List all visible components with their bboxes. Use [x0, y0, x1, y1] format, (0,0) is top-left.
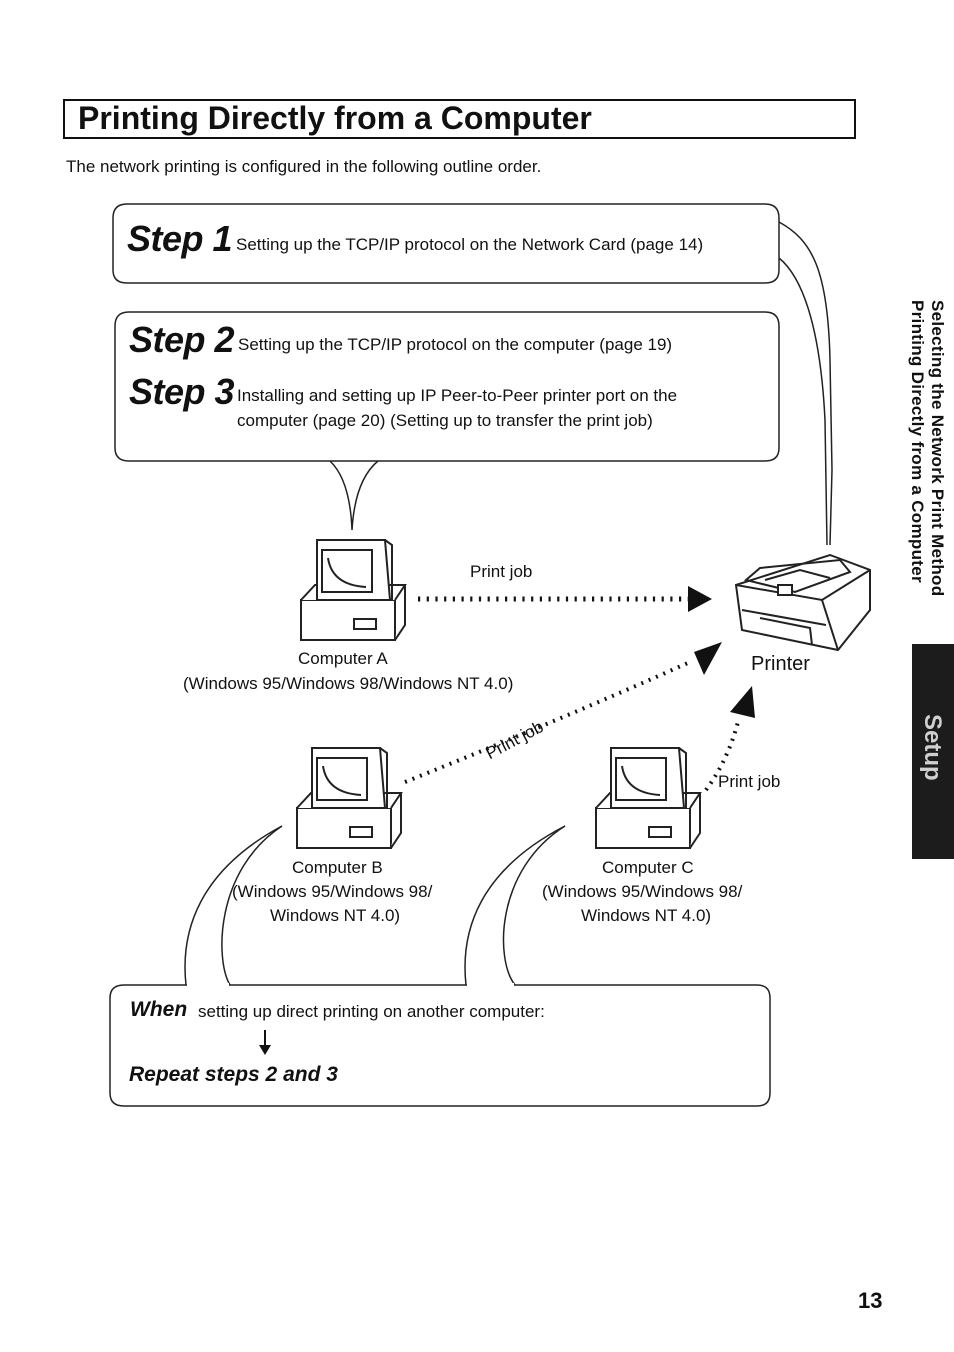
intro-text: The network printing is configured in th… [66, 157, 542, 176]
page-number: 13 [858, 1288, 883, 1313]
side-section-header: Selecting the Network Print Method Print… [903, 300, 948, 630]
computer-a-os: (Windows 95/Windows 98/Windows NT 4.0) [183, 674, 514, 693]
page-title: Printing Directly from a Computer [78, 100, 592, 136]
step1-label: Step 1 [127, 218, 233, 259]
when-callout-box [109, 984, 771, 1107]
print-job-label-c: Print job [718, 772, 781, 791]
when-label: When [130, 998, 188, 1021]
computer-c-icon [595, 747, 702, 849]
printer-icon [734, 553, 871, 652]
print-job-label-a: Print job [470, 562, 533, 581]
side-header-line1: Selecting the Network Print Method [928, 300, 947, 597]
printer-label: Printer [751, 653, 810, 675]
computer-b-name: Computer B [292, 858, 383, 877]
computer-a-icon [300, 539, 407, 641]
step3-label: Step 3 [129, 371, 235, 412]
computer-b-callout-tail [184, 825, 283, 986]
repeat-steps-text: Repeat steps 2 and 3 [129, 1063, 338, 1086]
section-tab-label: Setup [919, 714, 946, 781]
step2-text: Setting up the TCP/IP protocol on the co… [238, 335, 673, 354]
print-job-arrow-b [404, 660, 691, 784]
step2-label: Step 2 [129, 319, 235, 360]
step23-callout-tail [329, 460, 379, 531]
computer-c-callout-tail [464, 825, 566, 986]
step1-text: Setting up the TCP/IP protocol on the Ne… [236, 235, 704, 254]
computer-c-os-line1: (Windows 95/Windows 98/ [542, 882, 743, 901]
step3-text-line2: computer (page 20) (Setting up to transf… [237, 411, 653, 430]
computer-a-name: Computer A [298, 649, 388, 668]
section-tab: Setup [912, 644, 954, 859]
step3-text-line1: Installing and setting up IP Peer-to-Pee… [237, 386, 678, 405]
computer-c-os-line2: Windows NT 4.0) [581, 906, 712, 925]
side-header-line2: Printing Directly from a Computer [908, 300, 927, 583]
computer-b-os-line1: (Windows 95/Windows 98/ [232, 882, 433, 901]
computer-b-icon [296, 747, 403, 849]
step1-callout-tail [778, 221, 833, 546]
step23-callout-box [114, 311, 780, 462]
computer-c-name: Computer C [602, 858, 694, 877]
title-frame [63, 99, 856, 139]
when-text: setting up direct printing on another co… [198, 1002, 545, 1021]
step1-callout-box [112, 203, 780, 284]
computer-b-os-line2: Windows NT 4.0) [270, 906, 401, 925]
